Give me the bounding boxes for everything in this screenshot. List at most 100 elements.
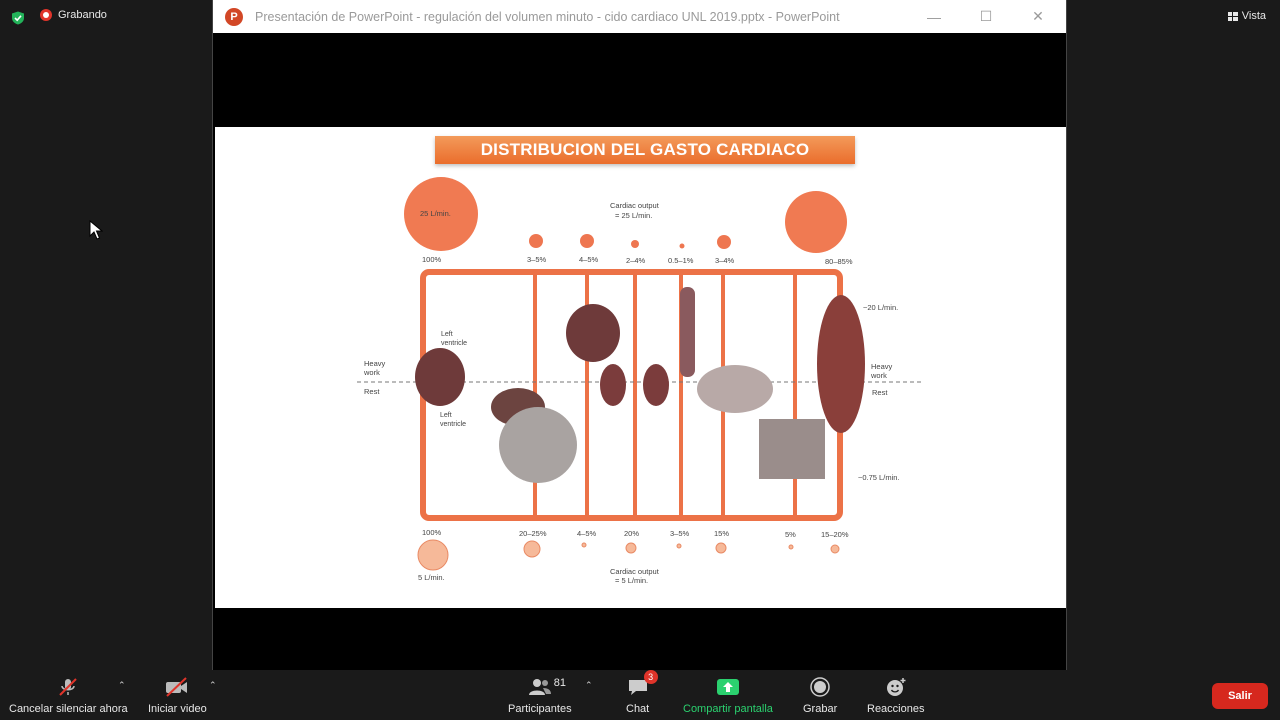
chat-button[interactable]: 3 Chat [626, 670, 658, 715]
chat-label: Chat [626, 703, 650, 715]
output-circle [717, 235, 731, 249]
output-circle [581, 542, 587, 548]
top-percent: 3–4% [715, 256, 735, 265]
bottom-percent: 15–20% [821, 530, 849, 539]
right-heavy-work: Heavy [871, 362, 893, 371]
bottom-percent: 20% [624, 529, 639, 538]
bottom-percent: 4–5% [577, 529, 597, 538]
top-output-line1: Cardiac output [610, 201, 660, 210]
video-options-caret-icon[interactable]: ⌃ [209, 680, 217, 690]
share-screen-label: Compartir pantalla [683, 703, 773, 715]
unmute-label: Cancelar silenciar ahora [9, 703, 128, 715]
bottom-left-flow: 5 L/min. [418, 573, 445, 582]
bottom-percent: 15% [714, 529, 729, 538]
recording-dot-icon [40, 9, 52, 21]
top-percent: 100% [422, 255, 442, 264]
right-heavy-work: work [870, 371, 887, 380]
participants-options-caret-icon[interactable]: ⌃ [585, 680, 593, 690]
right-upper-flow: ~20 L/min. [863, 303, 898, 312]
top-percent: 80–85% [825, 257, 853, 266]
powerpoint-logo-icon: P [225, 7, 243, 26]
top-percent: 3–5% [527, 255, 547, 264]
left-heavy-work: Heavy [364, 359, 386, 368]
reactions-label: Reacciones [867, 703, 925, 715]
bottom-percent: 20–25% [519, 529, 547, 538]
participants-label: Participantes [508, 703, 572, 715]
cardiac-output-diagram: 25 L/min. Cardiac output = 25 L/min. 100… [357, 177, 921, 585]
maximize-icon[interactable]: ☐ [979, 8, 993, 24]
left-ventricle-label: ventricle [440, 421, 466, 428]
skin-illustration [759, 419, 825, 479]
slide: 25 L/min. Cardiac output = 25 L/min. 100… [215, 127, 1066, 608]
mouse-cursor-icon [89, 220, 103, 240]
output-circle [529, 234, 543, 248]
heart-illustration [415, 348, 465, 406]
reactions-button[interactable]: Reacciones [867, 676, 924, 715]
bottom-percent: 3–5% [670, 529, 690, 538]
grid-view-icon [1227, 11, 1238, 21]
participants-count: 81 [553, 677, 567, 689]
shared-screen: P Presentación de PowerPoint - regulació… [212, 0, 1067, 670]
left-ventricle-label: Left [441, 331, 453, 338]
right-rest: Rest [872, 388, 888, 397]
intestine-illustration [499, 407, 577, 483]
video-off-icon [164, 676, 190, 698]
vessel-network [420, 269, 843, 521]
top-percent: 0.5–1% [668, 256, 694, 265]
shield-check-icon[interactable] [11, 11, 25, 25]
output-circle [788, 544, 794, 550]
left-rest: Rest [364, 387, 380, 396]
leave-meeting-button[interactable]: Salir [1212, 683, 1268, 709]
heart-output-circle [404, 177, 478, 251]
muscle-illustration [817, 295, 865, 433]
left-heavy-work: work [363, 368, 380, 377]
output-circle [625, 542, 637, 554]
share-screen-button[interactable]: Compartir pantalla [683, 676, 773, 715]
start-video-label: Iniciar video [148, 703, 207, 715]
bottom-percent: 5% [785, 530, 796, 539]
brain-illustration [697, 365, 773, 413]
smiley-plus-icon [885, 676, 907, 698]
ppt-titlebar: P Presentación de PowerPoint - regulació… [213, 0, 1066, 33]
output-circle [417, 539, 449, 571]
meeting-toolbar: Cancelar silenciar ahora ⌃ Iniciar video… [0, 670, 1280, 720]
bottom-output-line1: Cardiac output [610, 567, 660, 576]
right-lower-flow: ~0.75 L/min. [858, 473, 899, 482]
recording-label: Grabando [58, 9, 107, 21]
close-icon[interactable]: ✕ [1032, 8, 1044, 24]
slide-heading: DISTRIBUCION DEL GASTO CARDIACO [435, 136, 855, 164]
chat-icon: 3 [627, 670, 658, 698]
chat-badge: 3 [643, 670, 658, 684]
top-output-line2: = 25 L/min. [615, 211, 652, 220]
left-ventricle-label: ventricle [441, 340, 467, 347]
output-circle [676, 543, 682, 549]
top-percent: 2–4% [626, 256, 646, 265]
recording-indicator[interactable]: Grabando [40, 9, 107, 21]
unmute-button[interactable]: Cancelar silenciar ahora [9, 676, 128, 715]
kidney-illustration [643, 364, 669, 406]
output-circle [715, 542, 727, 554]
audio-options-caret-icon[interactable]: ⌃ [118, 680, 126, 690]
bone-illustration [680, 287, 695, 377]
output-circle [830, 544, 840, 554]
microphone-muted-icon [57, 676, 79, 698]
record-label: Grabar [803, 703, 838, 715]
record-icon [810, 676, 830, 698]
view-label: Vista [1241, 10, 1266, 22]
kidney-illustration [600, 364, 626, 406]
heart-illustration [566, 304, 620, 362]
participants-button[interactable]: 81 Participantes [508, 676, 572, 715]
share-screen-icon [716, 676, 740, 698]
start-video-button[interactable]: Iniciar video [148, 676, 207, 715]
participants-icon: 81 [528, 676, 566, 698]
top-left-circle-label: 25 L/min. [420, 209, 451, 218]
output-circle [580, 234, 594, 248]
view-button[interactable]: Vista [1227, 10, 1266, 22]
bottom-output-line2: = 5 L/min. [615, 576, 648, 585]
muscle-output-circle [785, 191, 847, 253]
minimize-icon[interactable]: — [927, 8, 941, 25]
record-button[interactable]: Grabar [803, 676, 837, 715]
output-circle [679, 243, 685, 249]
bottom-percent: 100% [422, 528, 442, 537]
